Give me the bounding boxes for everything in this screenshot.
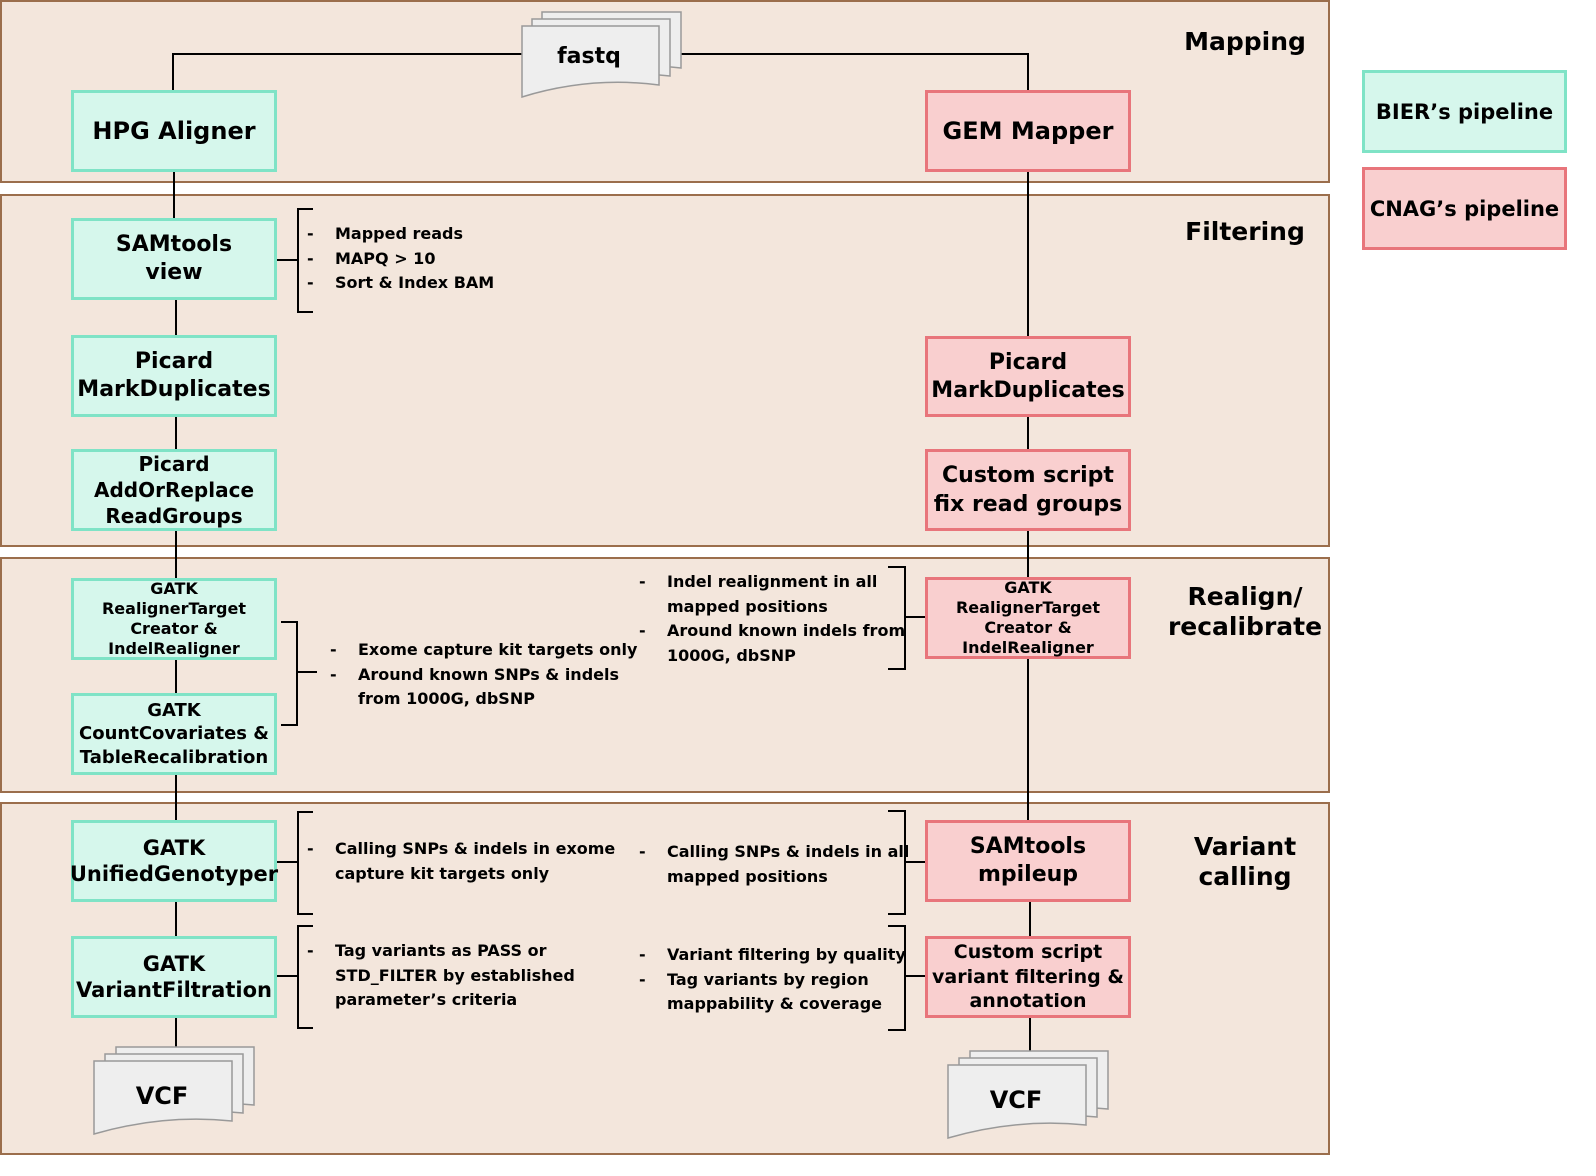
bracket-cnag-filter [888,925,906,1031]
cnag-custom-fix-readgroups: Custom script fix read groups [925,449,1131,531]
note-item: Around known indels from 1000G, dbSNP [667,621,906,665]
note-item: Indel realignment in all mapped position… [667,572,878,616]
section-title-variant-calling: Variant calling [1193,832,1297,891]
note-bier-filter: -Tag variants as PASS or STD_FILTER by e… [307,939,575,1013]
bier-samtools-view: SAMtools view [71,218,277,300]
bier-vcf-document-icon [93,1046,255,1135]
note-samtools: -Mapped reads -MAPQ > 10 -Sort & Index B… [307,222,494,296]
cnag-gatk-realigner: GATK RealignerTarget Creator & IndelReal… [925,577,1131,659]
fastq-label: fastq [557,44,621,69]
legend-cnag: CNAG’s pipeline [1362,167,1567,250]
bier-picard-markduplicates: Picard MarkDuplicates [71,335,277,417]
cnag-custom-filter-annotation: Custom script variant filtering & annota… [925,936,1131,1018]
section-title-filtering: Filtering [1185,217,1305,246]
bier-gatk-variantfiltration: GATK VariantFiltration [71,936,277,1018]
bracket-bier-realign [281,621,298,726]
bier-vcf-label: VCF [135,1082,189,1110]
note-item: Variant filtering by quality [667,945,906,964]
note-bier-calling: -Calling SNPs & indels in exome capture … [307,837,615,886]
section-title-realign: Realign/ recalibrate [1167,582,1323,641]
note-bier-realign: -Exome capture kit targets only -Around … [330,638,637,712]
fastq-document-icon [521,11,682,99]
note-cnag-calling: -Calling SNPs & indels in all mapped pos… [639,840,909,889]
note-item: Calling SNPs & indels in all mapped posi… [667,842,910,886]
note-item: Sort & Index BAM [335,273,495,292]
cnag-vcf-document-icon [947,1050,1109,1139]
fastq-to-gem-line [680,53,1029,90]
note-cnag-filter: -Variant filtering by quality -Tag varia… [639,943,906,1017]
note-item: Tag variants as PASS or STD_FILTER by es… [335,941,575,1009]
bier-gatk-realigner: GATK RealignerTarget Creator & IndelReal… [71,578,277,660]
fastq-to-hpg-line [172,53,522,90]
bier-picard-readgroups: Picard AddOrReplace ReadGroups [71,449,277,531]
note-item: Exome capture kit targets only [358,640,638,659]
cnag-samtools-mpileup: SAMtools mpileup [925,820,1131,902]
bier-hpg-aligner: HPG Aligner [71,90,277,172]
note-item: Mapped reads [335,224,464,243]
note-item: Tag variants by region mappability & cov… [667,969,882,1014]
cnag-vcf-label: VCF [989,1086,1043,1114]
legend-bier: BIER’s pipeline [1362,70,1567,153]
bier-gatk-unifiedgenotyper: GATK UnifiedGenotyper [70,820,278,902]
cnag-picard-markduplicates: Picard MarkDuplicates [925,336,1131,417]
section-title-mapping: Mapping [1184,27,1306,56]
bier-gatk-recalibration: GATK CountCovariates & TableRecalibratio… [71,693,277,775]
note-item: Around known SNPs & indels from 1000G, d… [358,664,619,709]
note-item: MAPQ > 10 [335,248,436,268]
note-cnag-realign: -Indel realignment in all mapped positio… [639,570,905,668]
cnag-gem-mapper: GEM Mapper [925,90,1131,172]
note-item: Calling SNPs & indels in exome capture k… [335,839,616,883]
